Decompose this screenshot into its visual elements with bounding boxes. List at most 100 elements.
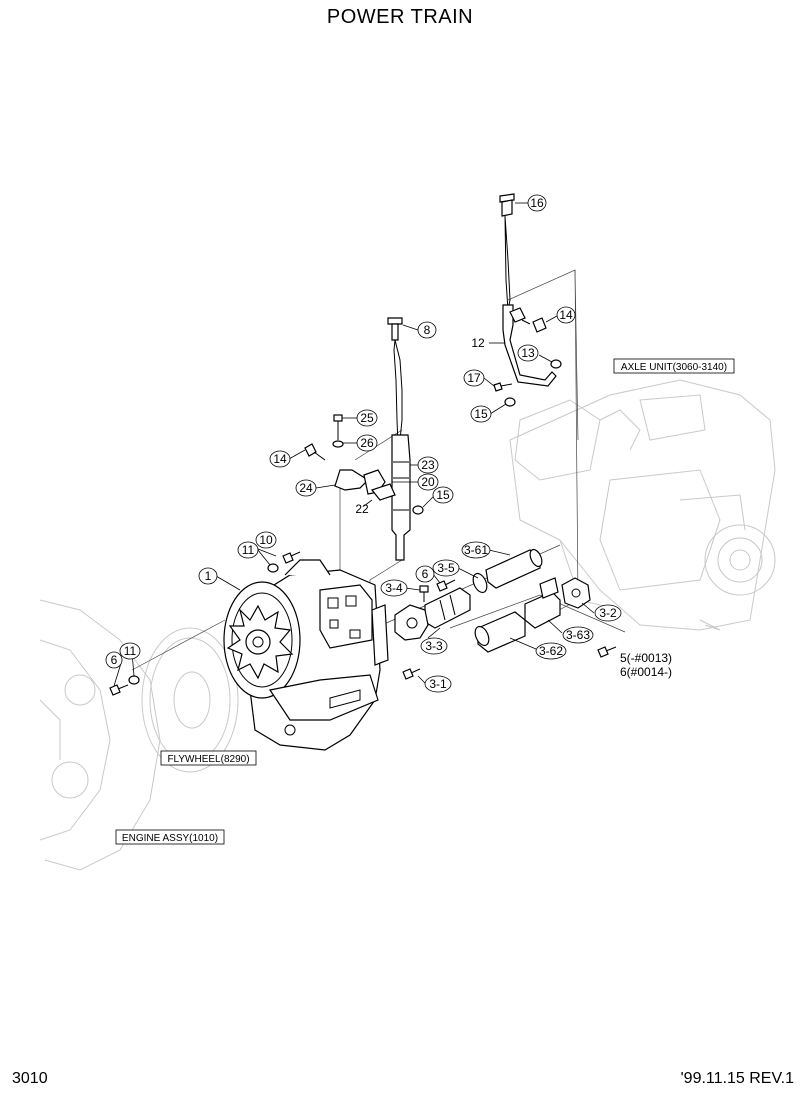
svg-text:26: 26 (360, 436, 374, 450)
callout-10: 10 (255, 531, 277, 549)
svg-text:1: 1 (205, 569, 212, 583)
callout-15: 15 (432, 486, 454, 504)
dipstick-16 (499, 193, 515, 311)
bolt-3-1 (402, 668, 421, 680)
svg-text:3-5: 3-5 (437, 561, 455, 575)
callout-11: 11 (119, 642, 141, 660)
revision-label: '99.11.15 REV.1 (680, 1070, 794, 1087)
svg-text:3-63: 3-63 (566, 628, 590, 642)
nut-15b (412, 505, 424, 515)
page-title: POWER TRAIN (326, 6, 474, 28)
svg-text:3-2: 3-2 (599, 606, 617, 620)
oring-13 (550, 359, 562, 369)
bolt-14b (304, 443, 326, 461)
engine-ghost (39, 599, 161, 871)
axle-unit-label: AXLE UNIT(3060-3140) (621, 362, 727, 373)
nut-15a (504, 397, 516, 407)
reference-box-engine: ENGINE ASSY(1010) (115, 829, 225, 845)
engine-assy-label: ENGINE ASSY(1010) (122, 833, 218, 844)
svg-text:8: 8 (424, 323, 431, 337)
bolt-10 (282, 551, 301, 564)
bolt-17 (493, 382, 513, 392)
callout-26: 26 (356, 434, 378, 452)
washer-11a (267, 563, 279, 573)
callout-3-5: 3-5 (432, 559, 460, 577)
svg-text:3-1: 3-1 (429, 677, 447, 691)
callout-23: 23 (417, 456, 439, 474)
callout-1: 1 (198, 567, 218, 585)
bolt-5-6 (597, 646, 617, 658)
callouts: 16 14 12 13 17 15 8 25 26 14 23 24 20 22… (105, 194, 672, 693)
callout-3-63: 3-63 (562, 626, 594, 644)
sleeve-3-62 (474, 611, 526, 653)
reference-box-flywheel: FLYWHEEL(8290) (160, 750, 257, 766)
callout-24: 24 (295, 479, 317, 497)
yoke-3-3 (394, 587, 471, 641)
leader-lines (113, 202, 595, 687)
svg-text:11: 11 (242, 543, 255, 557)
callout-15: 15 (470, 405, 492, 423)
svg-text:22: 22 (355, 502, 369, 516)
bolt-6a (436, 579, 456, 592)
callout-6: 6 (415, 565, 435, 583)
callout-22: 22 (355, 502, 369, 516)
svg-text:13: 13 (521, 346, 535, 360)
svg-text:15: 15 (436, 488, 450, 502)
callout-6-alt: 6(#0014-) (620, 665, 672, 679)
svg-text:11: 11 (124, 644, 137, 658)
svg-text:20: 20 (421, 475, 435, 489)
washer-11b (128, 675, 140, 685)
reference-box-axle-unit: AXLE UNIT(3060-3140) (613, 358, 735, 374)
svg-text:6: 6 (422, 567, 429, 581)
svg-text:25: 25 (360, 411, 374, 425)
svg-text:12: 12 (471, 336, 485, 350)
page-number: 3010 (12, 1070, 48, 1087)
callout-6: 6 (105, 651, 123, 669)
svg-text:10: 10 (259, 533, 273, 547)
transmission-housing (223, 559, 389, 751)
svg-text:14: 14 (273, 452, 287, 466)
svg-text:16: 16 (530, 196, 544, 210)
callout-12: 12 (471, 336, 485, 350)
svg-text:5(-#0013): 5(-#0013) (620, 651, 672, 665)
bolt-6b (109, 684, 129, 696)
callout-16: 16 (527, 194, 547, 212)
bolt-3-4 (419, 585, 429, 602)
dipstick-8 (387, 317, 403, 446)
flywheel-label: FLYWHEEL(8290) (167, 754, 249, 765)
svg-text:3-3: 3-3 (425, 639, 443, 653)
callout-25: 25 (356, 409, 378, 427)
callout-14: 14 (269, 450, 291, 468)
svg-text:15: 15 (474, 407, 488, 421)
dipstick-tube-23 (391, 434, 411, 561)
flywheel-ghost (141, 627, 239, 773)
svg-text:6(#0014-): 6(#0014-) (620, 665, 672, 679)
bolt-25 (333, 414, 343, 440)
callout-3-61: 3-61 (461, 541, 491, 559)
ring-3-5 (472, 572, 488, 594)
callout-3-2: 3-2 (594, 604, 622, 622)
bolt-14a (521, 317, 547, 333)
callout-3-3: 3-3 (420, 637, 448, 655)
svg-text:23: 23 (421, 458, 435, 472)
callout-20: 20 (417, 473, 439, 491)
tube-12 (502, 304, 557, 387)
svg-text:6: 6 (111, 653, 118, 667)
callout-5: 5(-#0013) (620, 651, 672, 665)
callout-17: 17 (463, 369, 485, 387)
callout-11: 11 (237, 541, 259, 559)
bracket-24 (334, 469, 396, 501)
washer-26 (332, 440, 344, 448)
callout-3-4: 3-4 (380, 579, 408, 597)
yoke-3-63 (524, 577, 561, 629)
callout-8: 8 (417, 321, 437, 339)
svg-text:17: 17 (467, 371, 481, 385)
callout-3-1: 3-1 (424, 675, 452, 693)
callout-3-62: 3-62 (535, 642, 567, 660)
svg-text:3-4: 3-4 (385, 581, 403, 595)
svg-text:14: 14 (559, 308, 573, 322)
svg-text:3-62: 3-62 (539, 644, 563, 658)
callout-14: 14 (556, 306, 576, 324)
cross-3-2 (561, 577, 591, 609)
